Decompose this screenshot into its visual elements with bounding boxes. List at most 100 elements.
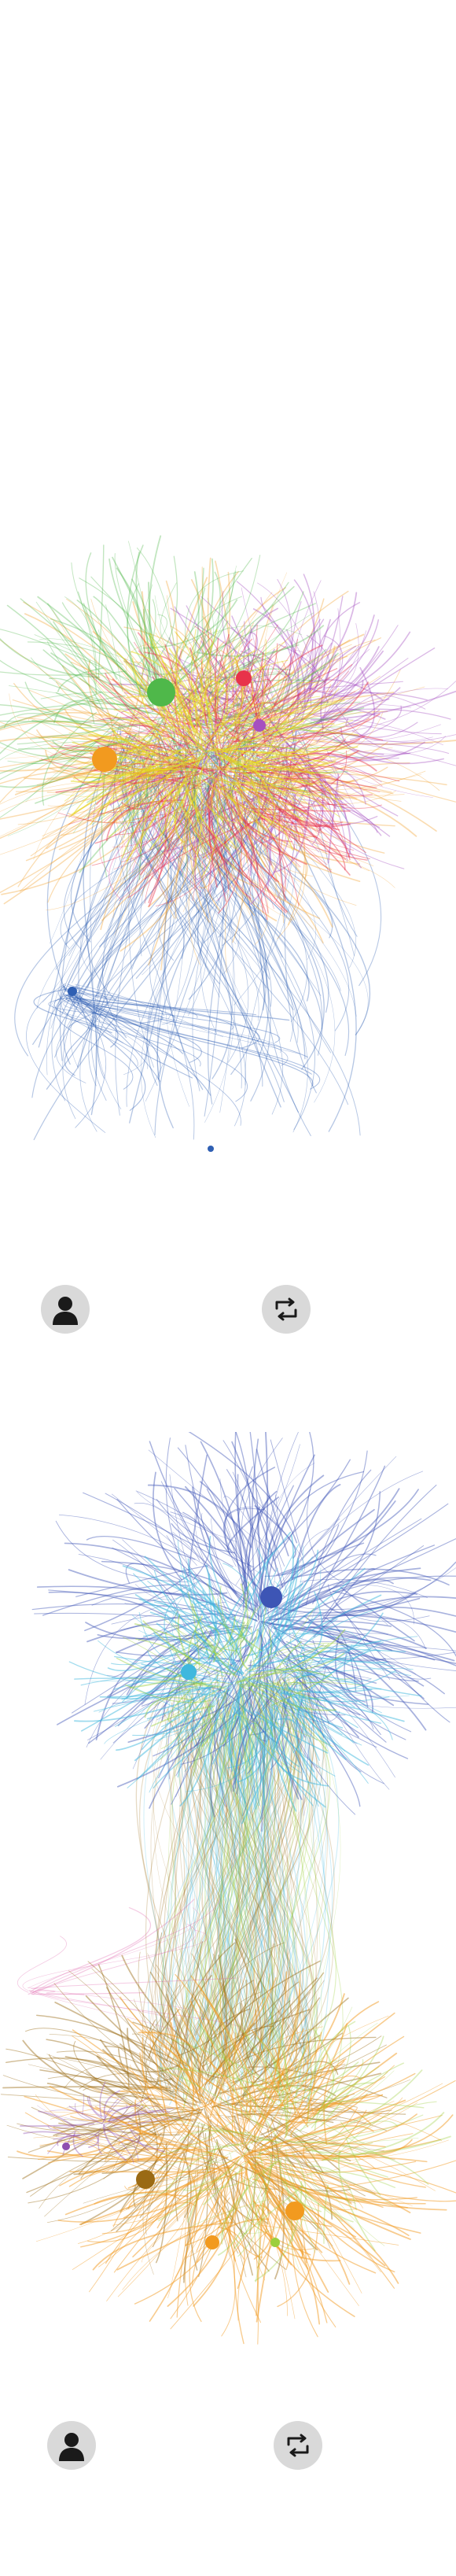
green-edge: [6, 604, 104, 710]
blue-edge: [192, 747, 323, 1056]
avatar-button[interactable]: [41, 1285, 90, 1334]
brown-edge: [22, 2039, 173, 2101]
blue-edge: [251, 1496, 305, 1574]
blue-edge: [222, 1440, 285, 1567]
green-edge: [31, 719, 109, 729]
brown-edge: [157, 1932, 206, 2102]
avatar-button[interactable]: [47, 2421, 96, 2470]
cyan-edge: [222, 1677, 256, 2054]
brown-edge: [53, 2113, 194, 2137]
blue-edge: [77, 734, 225, 996]
brown-edge: [46, 2083, 157, 2135]
lime-edge: [225, 1715, 237, 1773]
yellow-edge: [217, 766, 236, 870]
yellow-edge: [71, 747, 186, 815]
red-edge: [266, 803, 348, 816]
cyan-edge: [178, 1668, 312, 2094]
blue-edge: [95, 727, 166, 997]
lime-edge: [279, 2017, 289, 2139]
yellow-edge: [204, 764, 275, 837]
blue-edge: [46, 750, 217, 1090]
lime-edge: [160, 1615, 228, 1653]
blue-edge: [301, 1650, 456, 1660]
brown-edge: [260, 2120, 385, 2151]
yellow-edge: [72, 741, 159, 769]
blue-edge: [119, 734, 299, 1043]
orange-edge: [134, 2090, 201, 2153]
red-edge: [200, 635, 219, 760]
brown-edge: [199, 1697, 276, 2080]
yellow-edge: [225, 767, 267, 868]
repost-button[interactable]: [262, 1285, 311, 1334]
purple-edge: [47, 2124, 77, 2130]
brown-edge: [66, 2105, 164, 2130]
lime-edge: [236, 1622, 258, 1658]
orange-edge: [134, 2099, 200, 2161]
orange-edge: [159, 640, 189, 747]
green-edge: [203, 726, 345, 734]
lime-edge: [160, 1683, 266, 2085]
red-edge: [144, 810, 210, 904]
cyan-edge: [247, 1641, 384, 1673]
orange-edge: [0, 735, 184, 755]
cyan-edge: [215, 1687, 273, 2077]
orange-edge: [33, 2136, 223, 2168]
cyan-edge: [255, 1618, 313, 1668]
cyan-edge: [168, 1680, 234, 2105]
brown-edge: [193, 1682, 248, 2031]
brown-edge: [234, 1938, 263, 2064]
cyan-edge: [179, 1711, 220, 1807]
cyan-edge: [243, 1693, 266, 1822]
green-edge: [105, 604, 123, 692]
pink-edge: [31, 1991, 145, 1995]
orange-edge: [259, 804, 281, 877]
purple-edge: [272, 742, 288, 876]
blue-edge: [97, 724, 173, 989]
orange-edge: [46, 827, 199, 910]
blue-edge: [264, 1537, 456, 1619]
purple-edge: [240, 650, 293, 693]
orange-edge: [175, 2007, 262, 2118]
green-edge: [142, 599, 238, 649]
blue-edge: [83, 749, 113, 1116]
blue-edge: [223, 1632, 263, 1747]
purple-edge: [99, 2081, 106, 2117]
orange-edge: [107, 2127, 192, 2176]
blue-edge: [234, 1432, 269, 1612]
orange-edge: [175, 1973, 246, 2133]
blue-edge: [87, 737, 156, 937]
cyan-edge: [265, 1534, 294, 1665]
purple-edge: [313, 724, 441, 743]
orange-edge: [170, 2022, 240, 2142]
green-edge: [17, 712, 119, 745]
yellow-edge: [149, 758, 201, 851]
brown-edge: [182, 1688, 307, 2067]
blue-edge: [319, 1567, 376, 1626]
brown-edge: [150, 1677, 197, 2050]
red-edge: [208, 773, 220, 888]
blue-edge: [290, 1471, 424, 1570]
green-edge: [170, 754, 211, 841]
blue-edge: [292, 1632, 390, 1790]
cyan-edge: [280, 1703, 304, 1753]
orange-edge: [224, 821, 251, 973]
lime-edge: [274, 2028, 289, 2094]
brown-edge: [198, 2008, 251, 2097]
orange-edge: [167, 2163, 248, 2307]
green-edge: [71, 562, 142, 690]
green-edge: [168, 725, 219, 854]
green-edge: [0, 670, 127, 676]
lime-edge: [219, 2182, 251, 2227]
pink-edge: [31, 1991, 189, 2036]
orange-edge: [80, 2156, 240, 2248]
brown-edge: [183, 2150, 214, 2283]
orange-edge: [30, 766, 171, 857]
blue-edge: [281, 1489, 419, 1576]
repost-button[interactable]: [274, 2421, 322, 2470]
purple-edge: [112, 740, 282, 757]
green-edge: [130, 718, 160, 844]
orange-edge: [245, 2156, 399, 2284]
purple-edge: [131, 2129, 141, 2143]
cyan-edge: [295, 1644, 352, 1687]
yellow-edge: [231, 775, 259, 833]
